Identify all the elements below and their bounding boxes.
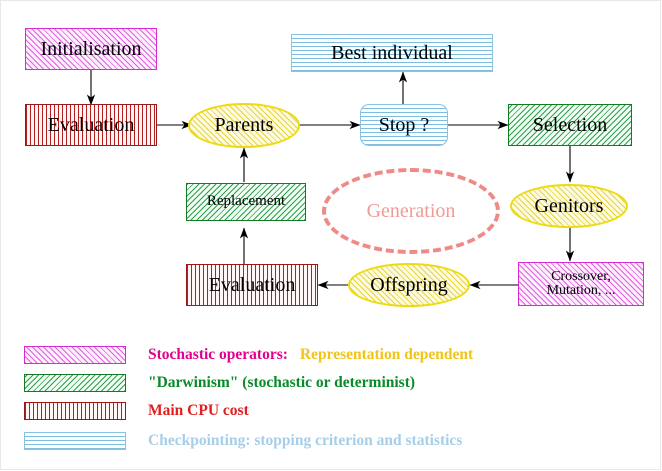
legend-label-stochastic-operators: Stochastic operators: [148, 346, 288, 363]
node-selection[interactable]: Selection [508, 104, 632, 146]
node-evaluation-bottom-label: Evaluation [208, 273, 296, 296]
node-initialisation[interactable]: Initialisation [25, 28, 157, 70]
node-generation-label: Generation [366, 199, 456, 222]
node-evaluation-top-label: Evaluation [47, 113, 135, 136]
legend-row-cpu-cost: Main CPU cost [24, 400, 249, 422]
legend-label-main-cpu-cost: Main CPU cost [148, 402, 249, 419]
node-crossover-label-line2: Mutation, ... [546, 283, 616, 298]
legend-row-checkpointing: Checkpointing: stopping criterion and st… [24, 430, 462, 452]
node-evaluation-top[interactable]: Evaluation [25, 104, 157, 146]
node-replacement[interactable]: Replacement [186, 183, 306, 221]
legend-swatch-magenta-diagonal [24, 346, 126, 364]
node-initialisation-label: Initialisation [40, 37, 142, 60]
legend-label-checkpointing: Checkpointing: stopping criterion and st… [148, 432, 463, 449]
node-parents[interactable]: Parents [188, 103, 300, 148]
node-crossover-mutation[interactable]: Crossover, Mutation, ... [518, 262, 644, 306]
node-stop[interactable]: Stop ? [360, 104, 448, 146]
node-best-individual[interactable]: Best individual [291, 34, 493, 72]
node-crossover-label-line1: Crossover, [551, 268, 611, 284]
legend-row-stochastic: Stochastic operators: Representation dep… [24, 344, 473, 366]
node-parents-label: Parents [214, 114, 274, 137]
node-genitors-label: Genitors [534, 194, 604, 217]
legend: Stochastic operators: Representation dep… [0, 338, 662, 458]
legend-swatch-blue-horizontal [24, 432, 126, 450]
node-replacement-label: Replacement [206, 193, 286, 210]
node-stop-label: Stop ? [378, 113, 430, 136]
legend-label-darwinism: "Darwinism" (stochastic or determinist) [148, 374, 416, 391]
node-offspring[interactable]: Offspring [348, 263, 470, 307]
node-generation[interactable]: Generation [322, 168, 500, 254]
node-offspring-label: Offspring [370, 273, 448, 296]
legend-label-representation-dependent: Representation dependent [299, 346, 474, 363]
legend-swatch-red-vertical [24, 402, 126, 420]
node-genitors[interactable]: Genitors [510, 184, 628, 228]
legend-swatch-green-diagonal [24, 374, 126, 392]
legend-row-darwinism: "Darwinism" (stochastic or determinist) [24, 372, 415, 394]
node-evaluation-bottom[interactable]: Evaluation [186, 264, 318, 306]
node-best-individual-label: Best individual [331, 41, 453, 64]
node-selection-label: Selection [532, 113, 608, 136]
